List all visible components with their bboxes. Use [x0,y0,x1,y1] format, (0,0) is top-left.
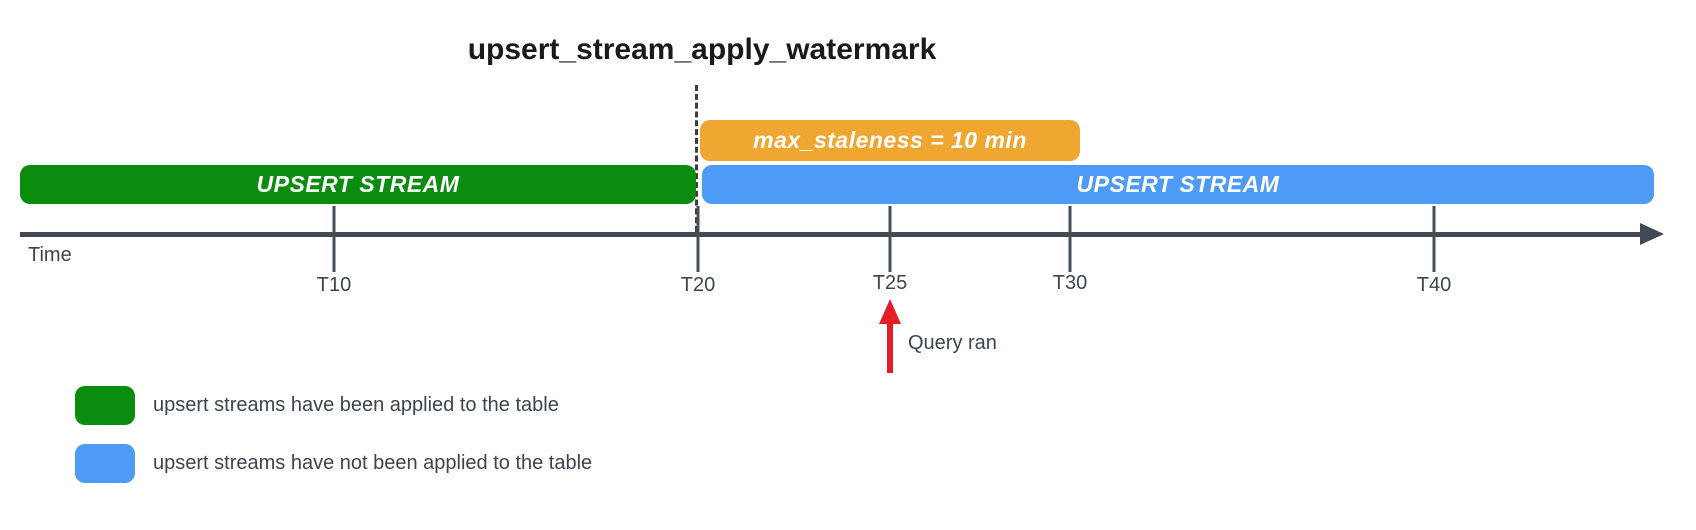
staleness-window-label: max_staleness = 10 min [753,127,1027,153]
time-axis-arrowhead-icon [1640,223,1664,245]
tick-t30 [1068,206,1072,272]
query-ran-arrow-shaft [887,320,893,373]
unapplied-upsert-stream-label: UPSERT STREAM [1076,171,1280,197]
legend-swatch-green [75,386,135,425]
tick-t40 [1432,206,1436,272]
tick-label-t30: T30 [1052,272,1088,294]
applied-upsert-stream-label: UPSERT STREAM [256,171,460,197]
tick-label-t40: T40 [1416,274,1452,296]
tick-label-t10: T10 [316,274,352,296]
tick-t20 [696,206,700,272]
staleness-window-bar: max_staleness = 10 min [700,120,1080,161]
legend-item-not-applied: upsert streams have not been applied to … [75,444,592,483]
time-axis-line [20,232,1642,237]
tick-label-t25: T25 [872,272,908,294]
watermark-dashed-line [695,85,698,232]
legend-item-applied: upsert streams have been applied to the … [75,386,559,425]
page-title: upsert_stream_apply_watermark [467,33,937,66]
applied-upsert-stream-bar: UPSERT STREAM [20,165,696,204]
time-axis-label: Time [28,244,72,266]
legend-swatch-blue [75,444,135,483]
legend-label-applied: upsert streams have been applied to the … [153,394,559,416]
tick-t25 [888,206,892,272]
query-ran-arrow-icon [879,299,901,324]
tick-label-t20: T20 [680,274,716,296]
unapplied-upsert-stream-bar: UPSERT STREAM [702,165,1654,204]
query-ran-label: Query ran [908,332,997,354]
legend-label-not-applied: upsert streams have not been applied to … [153,452,593,474]
tick-t10 [332,206,336,272]
